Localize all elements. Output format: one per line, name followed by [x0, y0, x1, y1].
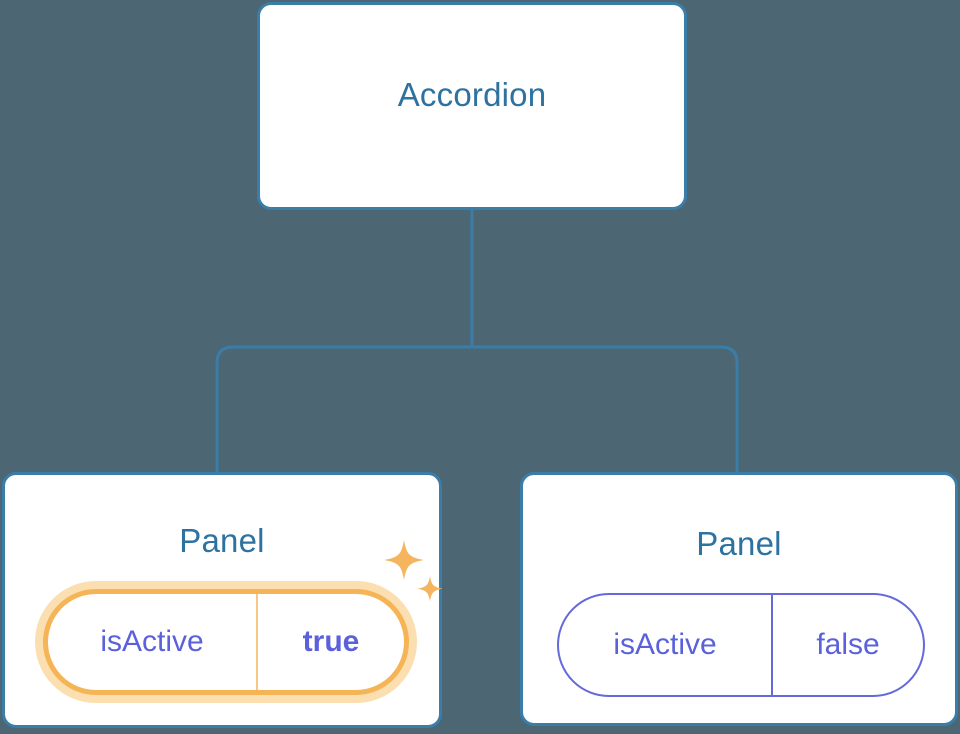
node-panel-active-title: Panel	[179, 522, 265, 559]
connector-branch-bus	[215, 345, 739, 472]
node-panel-inactive[interactable]: Panel isActive false	[520, 472, 958, 726]
prop-value-label: true	[302, 625, 360, 658]
node-accordion[interactable]: Accordion	[257, 2, 687, 210]
node-panel-active[interactable]: Panel isActive true	[2, 472, 442, 728]
prop-value-label: false	[816, 628, 880, 661]
prop-pill-active-wrapper[interactable]: isActive true	[35, 581, 417, 703]
prop-pill-is-active-false[interactable]: isActive false	[557, 593, 925, 697]
prop-key-label: isActive	[559, 595, 773, 695]
node-accordion-title: Accordion	[397, 75, 547, 113]
prop-pill-is-active-true[interactable]: isActive true	[43, 589, 409, 695]
prop-key-label: isActive	[48, 594, 258, 690]
node-panel-inactive-title: Panel	[696, 525, 782, 562]
